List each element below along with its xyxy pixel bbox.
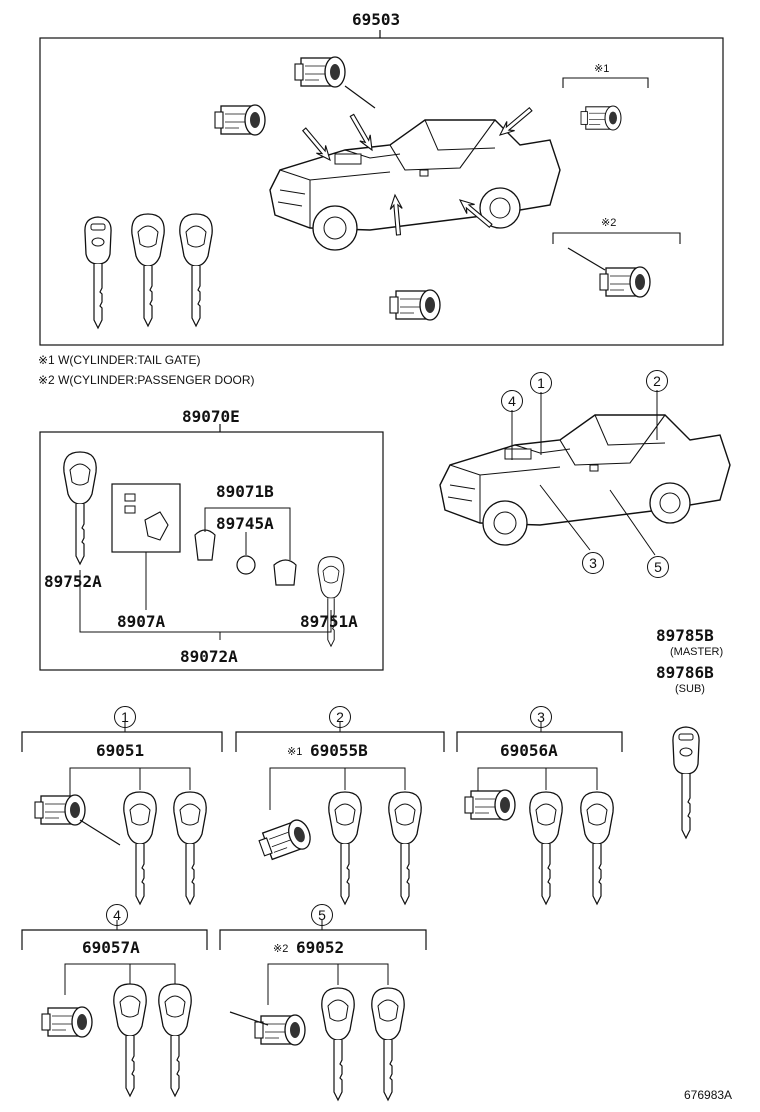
- set-4-part-number: 69057A: [82, 938, 140, 957]
- set-5-part-number: 69052: [296, 938, 345, 957]
- remote-fob-icon: [580, 791, 614, 905]
- location-marker-3: 3: [582, 552, 604, 574]
- remote-fob-icon: [123, 791, 157, 905]
- remote-fob-icon: [179, 213, 213, 327]
- remote-fob-icon: [131, 213, 165, 327]
- sub-key-label: (SUB): [675, 683, 705, 695]
- sub-key-part-number: 89786B: [656, 663, 714, 682]
- sub-assy-part-number: 89072A: [180, 647, 238, 666]
- set-2-marker: 2: [329, 706, 351, 728]
- figure-reference: 676983A: [684, 1088, 733, 1102]
- remote-fob-icon: [388, 791, 422, 905]
- location-marker-2: 2: [646, 370, 668, 392]
- remote-fob-icon: [529, 791, 563, 905]
- remote-fob-icon: [113, 983, 147, 1097]
- remote-fob-icon: [317, 556, 345, 647]
- set-2-prefix: ※1: [287, 746, 303, 758]
- lock-cylinder-icon: [464, 789, 516, 821]
- set-4-marker: 4: [106, 904, 128, 926]
- footnote-1: ※1 W(CYLINDER:TAIL GATE): [38, 353, 201, 367]
- set-3-marker: 3: [530, 706, 552, 728]
- remote-fob-icon: [158, 983, 192, 1097]
- battery-cover-part-number: 89745A: [216, 514, 274, 533]
- master-key-label: (MASTER): [670, 646, 724, 658]
- remote-board: [111, 483, 181, 553]
- set-5-prefix: ※2: [273, 943, 289, 955]
- assembly-part-number: 69503: [352, 10, 401, 29]
- lock-cylinder-icon: [599, 266, 651, 298]
- remote-fob-icon: [63, 451, 97, 565]
- lock-cylinder-icon: [580, 105, 622, 131]
- master-key-part-number: 89785B: [656, 626, 714, 645]
- lock-cylinder-icon: [254, 1014, 306, 1046]
- blank-key-part-number: 89752A: [44, 572, 102, 591]
- remote-key-part-number: 89751A: [300, 612, 358, 631]
- kit-89070E-frame: [39, 431, 384, 671]
- set-1-marker: 1: [114, 706, 136, 728]
- key-icon: [84, 216, 112, 329]
- lock-cylinder-icon: [294, 56, 346, 88]
- callout-1-mark: ※1: [594, 63, 610, 75]
- remote-fob-icon: [321, 987, 355, 1101]
- kit-part-number: 89070E: [182, 407, 240, 426]
- lock-cylinder-icon: [214, 104, 266, 136]
- assembly-69503-frame: [39, 37, 724, 346]
- remote-fob-icon: [328, 791, 362, 905]
- footnote-2: ※2 W(CYLINDER:PASSENGER DOOR): [38, 373, 255, 387]
- set-2-part-number: 69055B: [310, 741, 368, 760]
- set-1-part-number: 69051: [96, 741, 145, 760]
- remote-fob-icon: [371, 987, 405, 1101]
- lock-cylinder-icon: [389, 289, 441, 321]
- lock-cylinder-icon: [41, 1006, 93, 1038]
- remote-fob-icon: [173, 791, 207, 905]
- location-marker-4: 4: [501, 390, 523, 412]
- callout-2-mark: ※2: [601, 217, 617, 229]
- remote-board-part-number: 8907A: [117, 612, 166, 631]
- location-marker-1: 1: [530, 372, 552, 394]
- lock-cylinder-icon: [34, 794, 86, 826]
- truck-illustration: [439, 414, 731, 546]
- set-5-marker: 5: [311, 904, 333, 926]
- arrow-icon: [495, 104, 536, 141]
- case-assy-part-number: 89071B: [216, 482, 274, 501]
- lock-cylinder-icon: [256, 816, 315, 864]
- key-icon: [672, 726, 700, 839]
- location-marker-5: 5: [647, 556, 669, 578]
- set-3-part-number: 69056A: [500, 741, 558, 760]
